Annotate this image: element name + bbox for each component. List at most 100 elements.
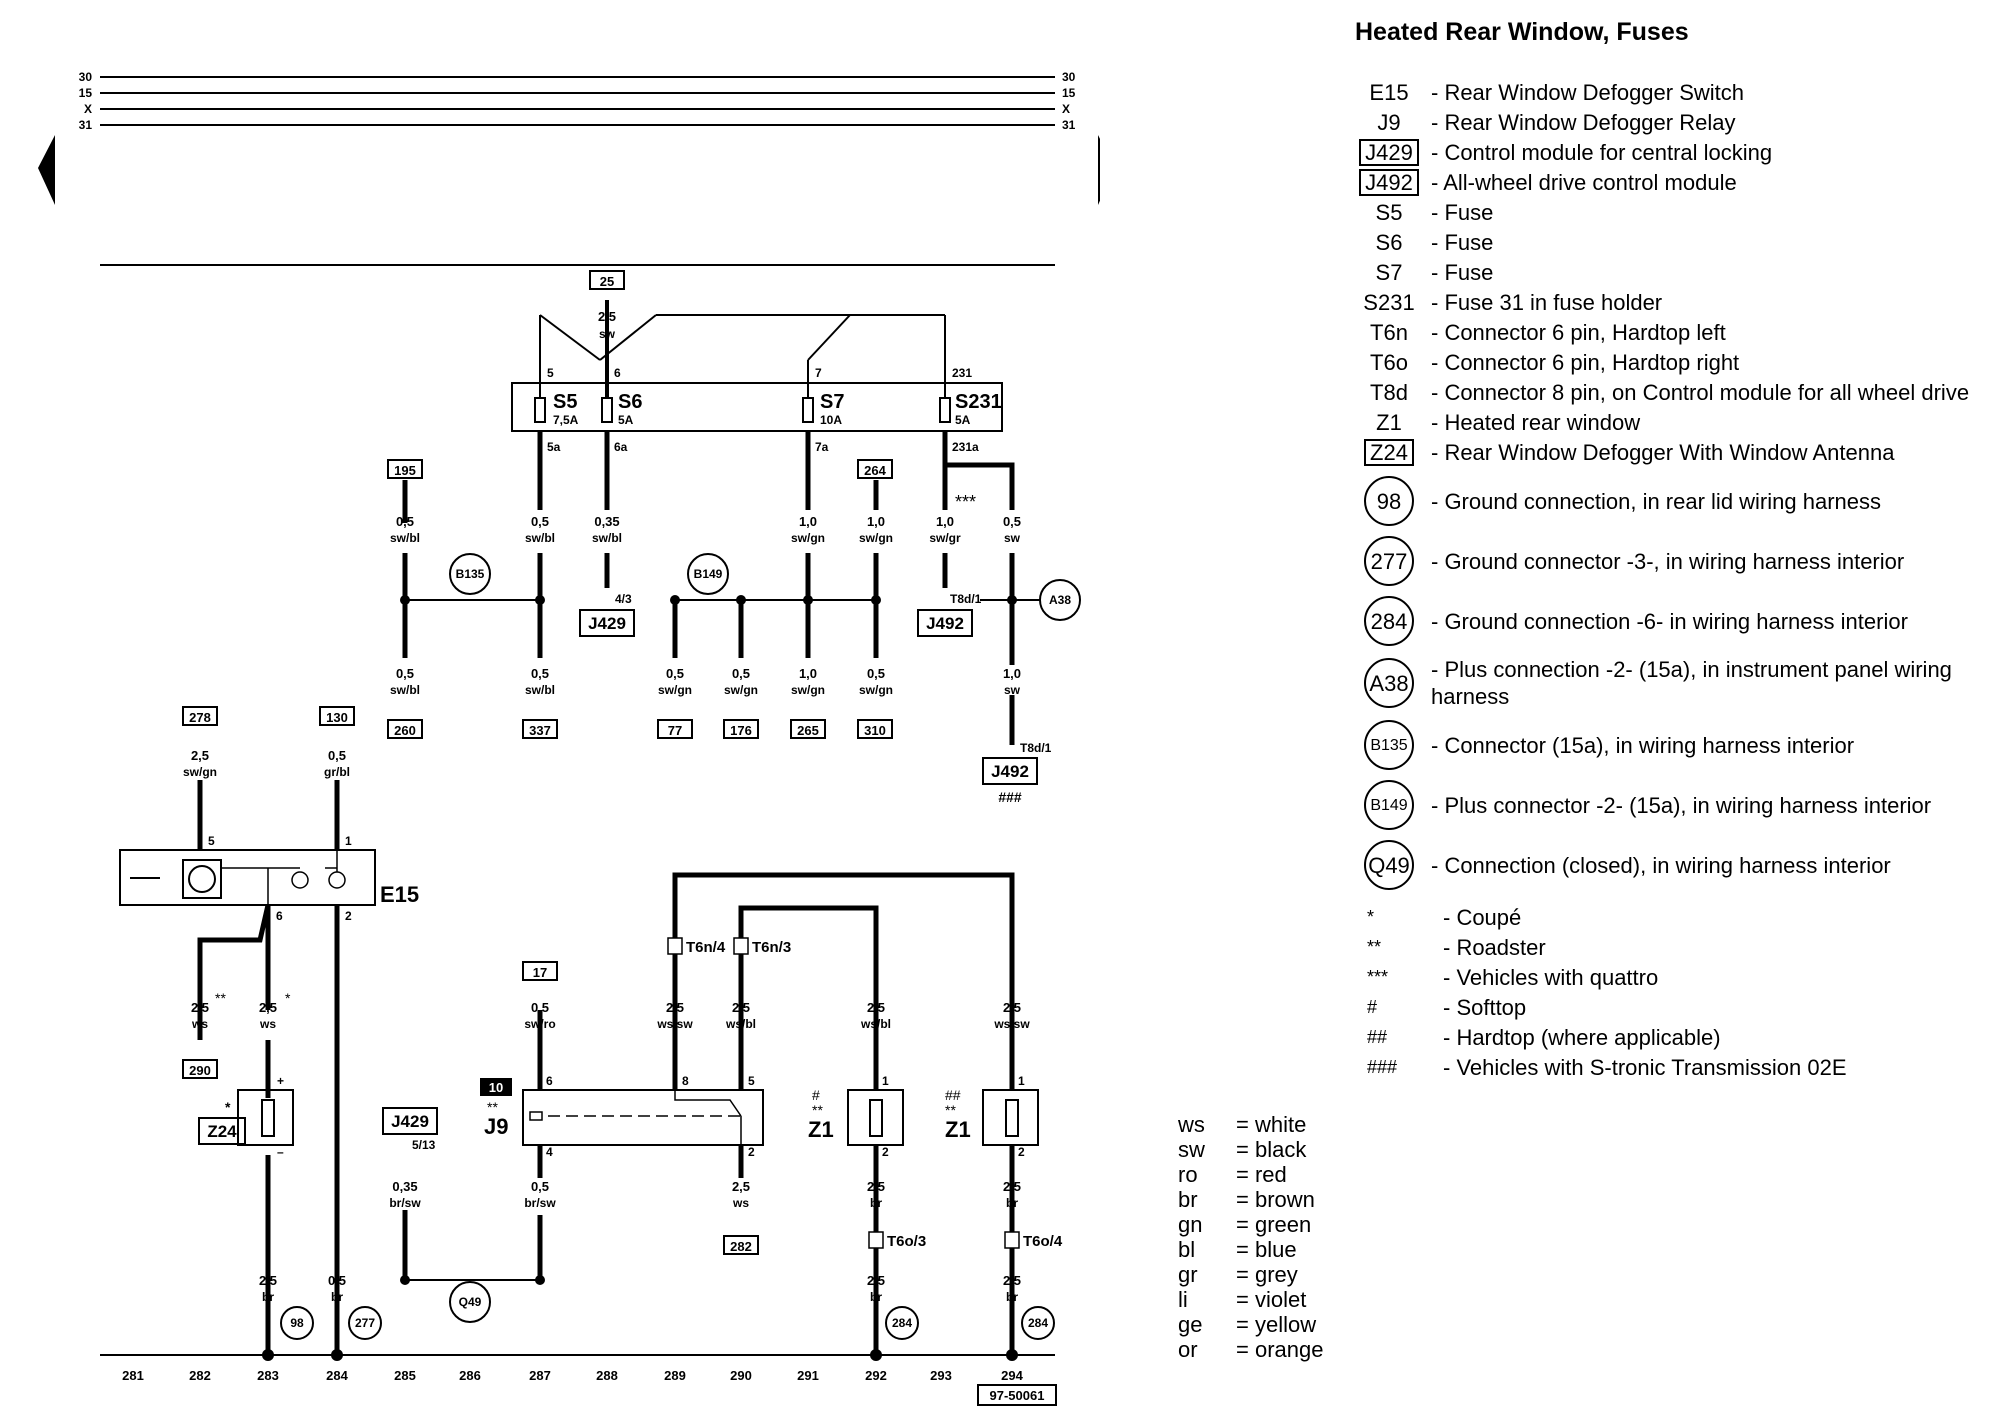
legend-description: - Softtop <box>1443 995 1527 1020</box>
z24-label: Z24 <box>207 1122 237 1141</box>
color-name: = green <box>1236 1212 1312 1237</box>
svg-text:8: 8 <box>682 1074 689 1088</box>
ref-278: 278 <box>189 710 211 725</box>
svg-text:ws/bl: ws/bl <box>725 1017 756 1031</box>
footnote-item: ***- Vehicles with quattro <box>1355 964 1985 991</box>
color-code: ge <box>1178 1312 1203 1337</box>
svg-text:285: 285 <box>394 1368 416 1383</box>
page-prev-arrow-icon[interactable] <box>38 135 55 205</box>
circled-code: B135 <box>1364 720 1414 770</box>
z24-note: * <box>225 1099 231 1115</box>
legend-description: - Ground connector -3-, in wiring harnes… <box>1431 548 1905 574</box>
ref-265: 265 <box>797 723 819 738</box>
svg-text:286: 286 <box>459 1368 481 1383</box>
svg-text:1,0: 1,0 <box>799 666 817 681</box>
circled-code: 98 <box>1364 476 1414 526</box>
bus-labels-right: 30 15 X 31 <box>1062 70 1076 132</box>
svg-text:sw/bl: sw/bl <box>592 531 622 545</box>
bus-label-31-right: 31 <box>1062 118 1076 132</box>
legend-description: - Heated rear window <box>1431 410 1641 435</box>
legend-code: B149 <box>1355 780 1423 830</box>
figure-id: 97-50061 <box>990 1388 1045 1403</box>
legend-code: ** <box>1355 934 1423 961</box>
color-name: = yellow <box>1236 1312 1317 1337</box>
fuse-s231-out: 231a <box>952 440 979 454</box>
z1a-note1: # <box>812 1087 820 1103</box>
svg-text:2,5: 2,5 <box>1003 1179 1021 1194</box>
color-name: = brown <box>1236 1187 1315 1212</box>
color-key-row: ge = yellow <box>1178 1312 1323 1337</box>
color-key-row: gn= green <box>1178 1212 1323 1237</box>
z1a-note2: ** <box>812 1102 823 1118</box>
svg-text:sw/gn: sw/gn <box>724 683 758 697</box>
svg-text:0,5: 0,5 <box>531 666 549 681</box>
svg-text:br: br <box>331 1290 343 1304</box>
legend-code-text: S231 <box>1363 290 1415 315</box>
quattro-note: *** <box>955 492 976 512</box>
footnote-item: *- Coupé <box>1355 904 1985 931</box>
page-next-arrow-icon[interactable] <box>1098 135 1100 205</box>
svg-text:1: 1 <box>1018 1074 1025 1088</box>
svg-text:0,5: 0,5 <box>666 666 684 681</box>
circled-code: Q49 <box>1364 840 1414 890</box>
svg-text:sw/gn: sw/gn <box>183 765 217 779</box>
coupe-note: * <box>285 990 291 1006</box>
svg-text:284: 284 <box>326 1368 348 1383</box>
node-277: 277 <box>355 1316 375 1330</box>
legend-code: J9 <box>1355 109 1423 136</box>
svg-text:5: 5 <box>208 834 215 848</box>
circled-node-labels: B135 B149 A38 Q49 98 277 284 284 <box>290 567 1071 1330</box>
color-name: = violet <box>1236 1287 1307 1312</box>
fuse-labels: S5 7,5A S6 5A S7 10A S231 5A <box>553 391 1002 427</box>
j429-top-pin: 4/3 <box>615 592 632 606</box>
svg-text:sw/gn: sw/gn <box>658 683 692 697</box>
legend-item: Z1- Heated rear window <box>1355 409 1985 436</box>
color-key-row: ro= red <box>1178 1162 1323 1187</box>
legend-code-text: J429 <box>1359 139 1419 166</box>
color-code: li <box>1178 1287 1188 1312</box>
legend-description: - Plus connector -2- (15a), in wiring ha… <box>1431 792 1932 818</box>
legend-code: T6n <box>1355 319 1423 346</box>
footnote-symbol: ** <box>1367 937 1382 957</box>
reference-boxes <box>182 459 893 1255</box>
color-code: br <box>1178 1187 1198 1212</box>
svg-text:2,5: 2,5 <box>191 1000 209 1015</box>
legend-code: # <box>1355 994 1423 1021</box>
color-code: ws <box>1178 1112 1205 1137</box>
svg-text:2: 2 <box>748 1145 755 1159</box>
legend-description: - Rear Window Defogger Relay <box>1431 110 1736 135</box>
legend-code: A38 <box>1355 658 1423 708</box>
j9-number: 10 <box>489 1080 503 1095</box>
legend-code-text: T8d <box>1370 380 1408 405</box>
legend-code: Z24 <box>1355 439 1423 466</box>
svg-text:ws: ws <box>259 1017 276 1031</box>
legend-description: - Rear Window Defogger With Window Anten… <box>1431 440 1895 465</box>
color-key-row: gr= grey <box>1178 1262 1323 1287</box>
fuse-s5-out: 5a <box>547 440 561 454</box>
legend-description: - Coupé <box>1443 905 1522 930</box>
legend-description: - Fuse 31 in fuse holder <box>1431 290 1663 315</box>
legend-description: - Fuse <box>1431 200 1494 225</box>
svg-text:0,35: 0,35 <box>594 514 619 529</box>
legend-code-text: J492 <box>1359 169 1419 196</box>
legend-description: - Vehicles with S-tronic Transmission 02… <box>1443 1055 1847 1080</box>
legend-description: - Fuse <box>1431 260 1494 285</box>
legend-description: - Fuse <box>1431 230 1494 255</box>
footnote-item: ###- Vehicles with S-tronic Transmission… <box>1355 1054 1985 1081</box>
z1b-note2: ** <box>945 1102 956 1118</box>
color-code: sw <box>1178 1137 1205 1162</box>
svg-text:1: 1 <box>345 834 352 848</box>
t6n4-label: T6n/4 <box>686 939 726 956</box>
footnote-list: *- Coupé**- Roadster***- Vehicles with q… <box>1355 904 1985 1081</box>
color-code: or <box>1178 1337 1198 1362</box>
svg-text:2,5: 2,5 <box>666 1000 684 1015</box>
legend-code-text: J9 <box>1377 110 1401 135</box>
svg-text:2,5: 2,5 <box>732 1179 750 1194</box>
node-b149: B149 <box>694 567 723 581</box>
legend-description: - Vehicles with quattro <box>1443 965 1659 990</box>
z24-plus: + <box>277 1074 284 1088</box>
wire-size-25: 2,5 <box>598 309 616 324</box>
svg-text:2,5: 2,5 <box>259 1273 277 1288</box>
